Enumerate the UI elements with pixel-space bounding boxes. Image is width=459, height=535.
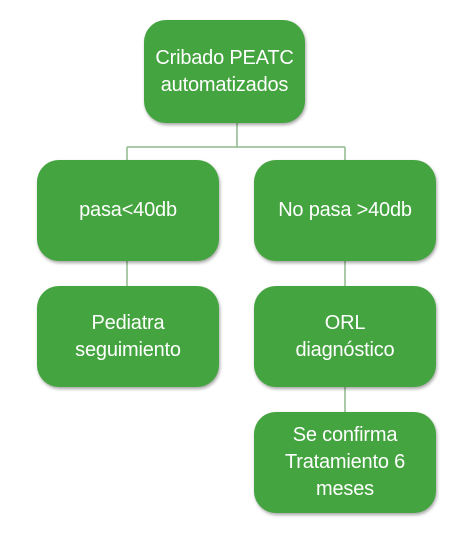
node-no-pasa: No pasa >40db (254, 160, 436, 261)
node-orl-diagnostico: ORL diagnóstico (254, 286, 436, 387)
node-text-line: automatizados (160, 73, 289, 96)
node-text-line: seguimiento (75, 338, 181, 361)
node-text-line: diagnóstico (295, 338, 395, 361)
node-text-line: meses (316, 478, 374, 500)
node-text-line: No pasa >40db (278, 199, 412, 221)
node-cribado-peatc: Cribado PEATC automatizados (144, 20, 305, 123)
node-text-line: ORL (324, 311, 366, 334)
node-text-line: Cribado PEATC (155, 46, 294, 69)
node-text-line: Se confirma (292, 424, 398, 446)
node-se-confirma-tratamiento: Se confirma Tratamiento 6 meses (254, 412, 436, 513)
node-pasa: pasa<40db (37, 160, 219, 261)
node-text-line: Pediatra (91, 311, 165, 334)
node-pediatra-seguimiento: Pediatra seguimiento (37, 286, 219, 387)
node-text-line: Tratamiento 6 (284, 451, 406, 473)
node-text-line: pasa<40db (79, 199, 177, 221)
